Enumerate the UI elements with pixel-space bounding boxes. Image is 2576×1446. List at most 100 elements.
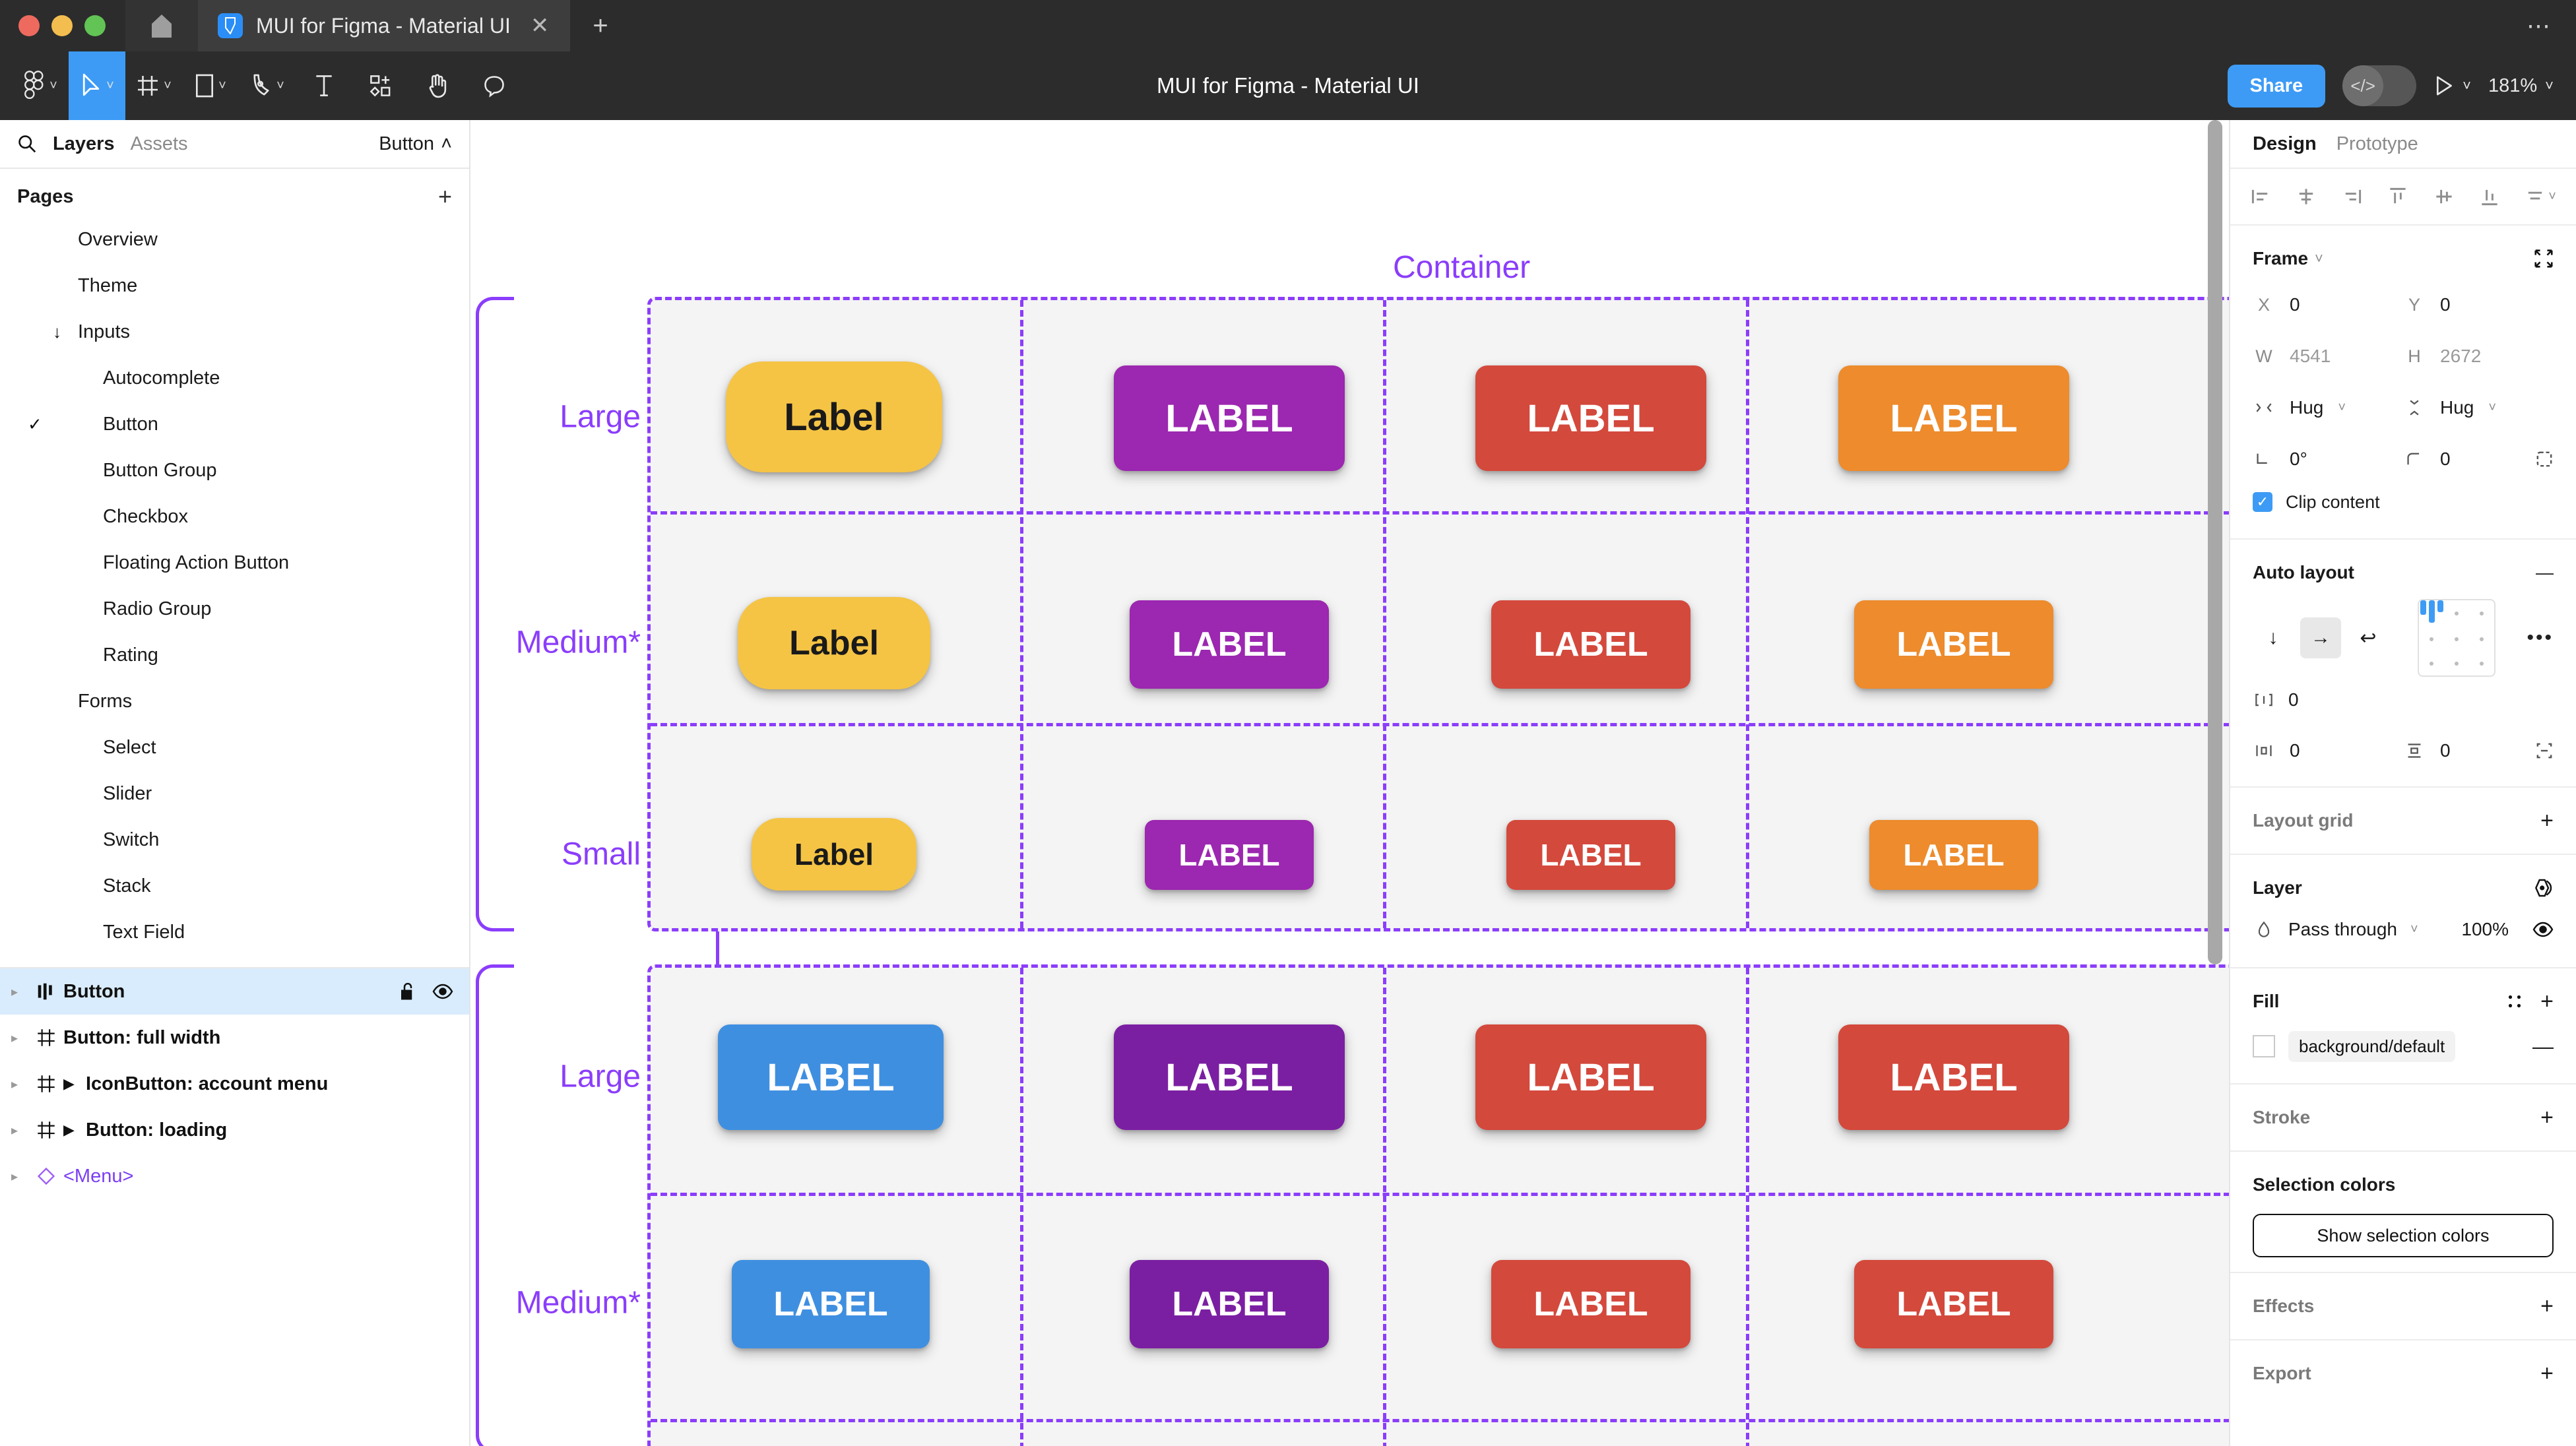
window-menu-button[interactable]: ⋯	[2527, 12, 2552, 39]
layer-row-button-loading[interactable]: ▸ ▶ Button: loading	[0, 1107, 469, 1153]
resize-to-fit-icon[interactable]	[2534, 249, 2554, 268]
figma-menu-icon[interactable]: ˅	[12, 51, 69, 120]
layer-settings-icon[interactable]	[2532, 878, 2554, 898]
align-bottom-icon[interactable]	[2479, 186, 2500, 207]
button-error-medium-contained[interactable]: LABEL	[1491, 600, 1690, 689]
frame-name-container[interactable]: Container	[1393, 250, 1531, 285]
rotation-property[interactable]: 0°	[2253, 438, 2403, 480]
fill-item[interactable]: background/default —	[2253, 1024, 2554, 1069]
horizontal-padding-property[interactable]: 0	[2253, 730, 2403, 772]
button-primary-large-contained[interactable]: Label	[726, 362, 942, 472]
expand-caret-icon[interactable]: ▸	[11, 1123, 18, 1138]
layer-row-iconbutton-account-menu[interactable]: ▸ ▶ IconButton: account menu	[0, 1061, 469, 1107]
share-button[interactable]: Share	[2227, 64, 2326, 108]
expand-caret-icon[interactable]: ▸	[11, 1077, 18, 1092]
design-canvas[interactable]: Container Primary* Secondary Error Warni…	[470, 120, 2229, 1446]
button-primary-small-contained[interactable]: Label	[752, 818, 917, 891]
corner-radius-property[interactable]: 0	[2403, 438, 2554, 480]
y-property[interactable]: Y 0	[2403, 284, 2554, 326]
page-item-checkbox[interactable]: Checkbox	[0, 493, 469, 540]
visibility-icon[interactable]	[432, 984, 453, 999]
button-secondary-small-contained[interactable]: LABEL	[1145, 820, 1314, 890]
button-warning-large-contained[interactable]: LABEL	[1838, 365, 2069, 471]
align-vertical-center-icon[interactable]	[2433, 186, 2455, 207]
button-primary-medium-variant-b[interactable]: LABEL	[732, 1260, 930, 1348]
add-export-button[interactable]: +	[2540, 1360, 2554, 1386]
page-item-switch[interactable]: Switch	[0, 817, 469, 863]
button-warning-medium-contained[interactable]: LABEL	[1854, 600, 2053, 689]
button-error-large-contained[interactable]: LABEL	[1475, 365, 1706, 471]
x-property[interactable]: X 0	[2253, 284, 2403, 326]
layout-direction-vertical-icon[interactable]: ↓	[2268, 627, 2278, 648]
button-error-small-contained[interactable]: LABEL	[1506, 820, 1675, 890]
blend-mode-row[interactable]: Pass through ˅ 100%	[2253, 906, 2554, 953]
dev-mode-toggle[interactable]: </>	[2342, 65, 2417, 106]
remove-fill-button[interactable]: —	[2532, 1034, 2554, 1058]
distribute-menu-icon[interactable]: ˅	[2525, 186, 2556, 207]
button-error-medium-variant-b[interactable]: LABEL	[1491, 1260, 1690, 1348]
text-tool-icon[interactable]	[296, 51, 352, 120]
page-item-select[interactable]: Select	[0, 724, 469, 770]
button-warning-medium-variant-b[interactable]: LABEL	[1854, 1260, 2053, 1348]
page-item-floating-action-button[interactable]: Floating Action Button	[0, 540, 469, 586]
move-tool-icon[interactable]: ˅	[69, 51, 125, 120]
expand-caret-icon[interactable]: ▸	[11, 984, 18, 999]
expand-caret-icon[interactable]: ▸	[11, 1169, 18, 1184]
button-secondary-medium-contained[interactable]: LABEL	[1130, 600, 1329, 689]
hand-tool-icon[interactable]	[409, 51, 466, 120]
height-property[interactable]: H 2672	[2403, 335, 2554, 377]
add-stroke-button[interactable]: +	[2540, 1104, 2554, 1130]
fill-styles-icon[interactable]	[2506, 993, 2523, 1010]
page-item-button-group[interactable]: Button Group	[0, 447, 469, 493]
add-layout-grid-button[interactable]: +	[2540, 807, 2554, 833]
home-button[interactable]	[125, 0, 198, 51]
pen-tool-icon[interactable]: ˅	[239, 51, 296, 120]
resources-tool-icon[interactable]	[352, 51, 409, 120]
unlock-icon[interactable]	[399, 982, 416, 1001]
shape-tool-icon[interactable]: ˅	[182, 51, 239, 120]
auto-layout-more-button[interactable]: •••	[2527, 627, 2554, 648]
page-item-forms[interactable]: Forms	[0, 678, 469, 724]
page-selector[interactable]: Button ˄	[379, 133, 452, 155]
chevron-down-icon[interactable]: ˅	[2315, 250, 2323, 267]
align-horizontal-center-icon[interactable]	[2296, 186, 2317, 207]
button-primary-medium-contained[interactable]: Label	[738, 597, 930, 689]
layer-row-menu[interactable]: ▸ <Menu>	[0, 1153, 469, 1199]
button-error-large-variant-b[interactable]: LABEL	[1475, 1024, 1706, 1130]
layer-row-button[interactable]: ▸ Button	[0, 968, 469, 1015]
close-tab-button[interactable]: ✕	[530, 13, 550, 38]
frame-tool-icon[interactable]: ˅	[125, 51, 182, 120]
page-item-radio-group[interactable]: Radio Group	[0, 586, 469, 632]
page-item-overview[interactable]: Overview	[0, 216, 469, 263]
comment-tool-icon[interactable]	[466, 51, 523, 120]
button-secondary-large-contained[interactable]: LABEL	[1114, 365, 1345, 471]
remove-auto-layout-button[interactable]: —	[2536, 562, 2554, 582]
tab-design[interactable]: Design	[2253, 133, 2317, 154]
maximize-window-button[interactable]	[84, 15, 106, 36]
clip-content-row[interactable]: ✓ Clip content	[2253, 480, 2554, 524]
opacity-value[interactable]: 100%	[2461, 919, 2509, 939]
horizontal-resizing-property[interactable]: Hug ˅	[2253, 387, 2403, 429]
align-right-icon[interactable]	[2342, 186, 2363, 207]
button-secondary-medium-variant-b[interactable]: LABEL	[1130, 1260, 1329, 1348]
page-item-theme[interactable]: Theme	[0, 263, 469, 309]
align-top-icon[interactable]	[2387, 186, 2408, 207]
align-left-icon[interactable]	[2250, 186, 2271, 207]
tab-prototype[interactable]: Prototype	[2336, 133, 2418, 154]
page-item-text-field[interactable]: Text Field	[0, 909, 469, 955]
independent-corners-icon[interactable]	[2535, 450, 2554, 468]
tab-layers[interactable]: Layers	[53, 133, 115, 154]
page-item-slider[interactable]: Slider	[0, 770, 469, 817]
zoom-level-dropdown[interactable]: 181% ˅	[2488, 75, 2554, 97]
clip-content-checkbox[interactable]: ✓	[2253, 492, 2272, 512]
browser-tab[interactable]: MUI for Figma - Material UI ✕	[198, 0, 571, 51]
vertical-padding-property[interactable]: 0	[2403, 730, 2554, 772]
vertical-resizing-property[interactable]: Hug ˅	[2403, 387, 2554, 429]
layer-row-button-full-width[interactable]: ▸ Button: full width	[0, 1015, 469, 1061]
close-window-button[interactable]	[18, 15, 40, 36]
layout-wrap-icon[interactable]: ↩	[2360, 627, 2377, 649]
add-effect-button[interactable]: +	[2540, 1293, 2554, 1319]
button-primary-large-variant-b[interactable]: LABEL	[718, 1024, 944, 1130]
alignment-pad[interactable]	[2418, 599, 2496, 677]
gap-row[interactable]: 0	[2253, 677, 2554, 723]
